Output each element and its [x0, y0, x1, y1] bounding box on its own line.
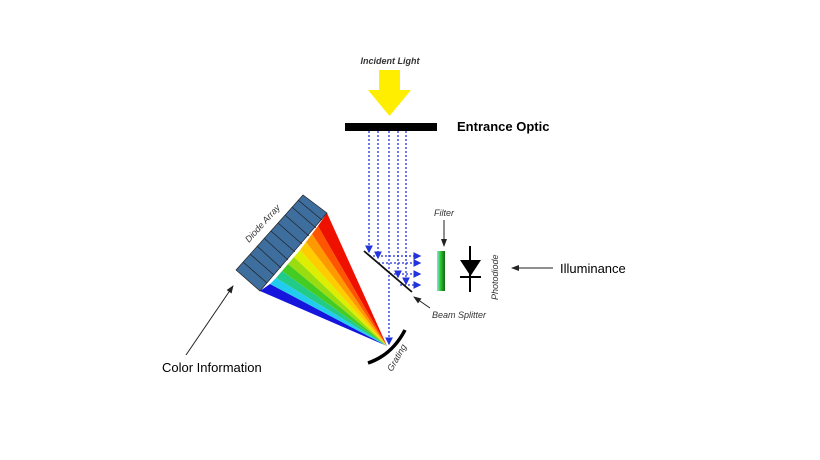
entrance-optic	[345, 123, 437, 131]
filter	[437, 251, 445, 291]
color-information-pointer	[185, 285, 234, 356]
grating	[367, 329, 407, 365]
incident-light-arrow	[368, 70, 411, 116]
beam-splitter-label: Beam Splitter	[432, 310, 487, 320]
photodiode-label: Photodiode	[490, 254, 500, 300]
illuminance-label: Illuminance	[560, 261, 626, 276]
incident-light-label: Incident Light	[361, 56, 421, 66]
beam-splitter	[363, 250, 413, 293]
entrance-optic-label: Entrance Optic	[457, 119, 549, 134]
beam-splitter-pointer	[413, 296, 431, 309]
grating-label: Grating	[385, 342, 408, 373]
spectrum-fan	[260, 213, 387, 346]
filter-label: Filter	[434, 208, 455, 218]
color-information-label: Color Information	[162, 360, 262, 375]
photodiode-icon	[460, 246, 481, 292]
light-paths	[365, 131, 422, 346]
diode-array	[235, 194, 328, 292]
